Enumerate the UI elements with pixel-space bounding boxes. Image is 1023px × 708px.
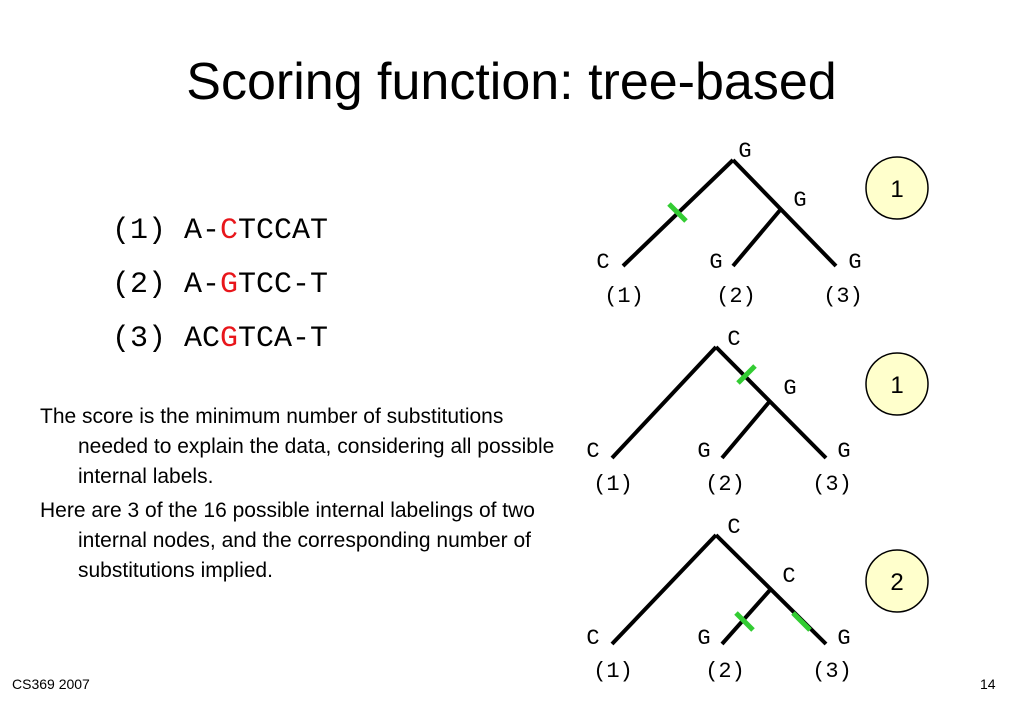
- internal-node-label: C: [782, 564, 795, 589]
- slide-title: Scoring function: tree-based: [186, 53, 837, 111]
- leaf-id: (2): [705, 659, 745, 684]
- substitution-mark: [736, 364, 757, 385]
- sequence-2: (2) A-GTCC-T: [112, 268, 328, 302]
- tree-edge: [731, 158, 838, 268]
- bullet-item: Here are 3 of the 16 possible internal l…: [40, 499, 535, 582]
- root-label: C: [727, 515, 740, 540]
- tree-edge: [610, 345, 718, 460]
- bullet-list: The score is the minimum number of subst…: [40, 402, 560, 590]
- leaf-id: (3): [812, 659, 852, 684]
- tree-edge: [720, 399, 772, 460]
- sequence-highlight: G: [220, 322, 239, 356]
- sequence-suffix: TCC-T: [238, 268, 329, 302]
- sequence-highlight: C: [220, 214, 239, 248]
- sequence-prefix: (2) A-: [112, 268, 221, 302]
- tree-3: C C C G G (1) (2) (3) 2: [586, 515, 929, 684]
- page-number: 14: [980, 676, 996, 692]
- leaf-id: (3): [823, 284, 863, 309]
- sequence-3: (3) ACGTCA-T: [112, 322, 328, 356]
- leaf-id: (1): [593, 472, 633, 497]
- leaf-label: C: [586, 626, 599, 651]
- leaf-id: (3): [812, 472, 852, 497]
- tree-1: G G C G G (1) (2) (3) 1: [596, 139, 929, 309]
- leaf-id: (2): [716, 284, 756, 309]
- leaf-label: G: [837, 626, 850, 651]
- root-label: C: [727, 327, 740, 352]
- leaf-label: G: [848, 250, 861, 275]
- score-value: 1: [890, 176, 903, 203]
- leaf-label: G: [709, 250, 722, 275]
- sequence-highlight: G: [220, 268, 239, 302]
- tree-edge: [610, 533, 718, 646]
- sequence-prefix: (1) A-: [112, 214, 221, 248]
- sequence-1: (1) A-CTCCAT: [112, 214, 328, 248]
- sequence-prefix: (3) AC: [112, 322, 221, 356]
- substitution-mark: [791, 611, 812, 632]
- leaf-label: C: [596, 250, 609, 275]
- score-value: 2: [890, 569, 903, 596]
- root-label: G: [738, 139, 751, 164]
- tree-2: C G C G G (1) (2) (3) 1: [586, 327, 929, 497]
- bullet-item: The score is the minimum number of subst…: [40, 405, 555, 488]
- sequence-suffix: TCCAT: [238, 214, 329, 248]
- leaf-id: (2): [705, 472, 745, 497]
- score-badge: [865, 549, 929, 613]
- leaf-id: (1): [604, 284, 644, 309]
- tree-edge: [720, 588, 772, 646]
- substitution-mark: [667, 202, 688, 223]
- score-value: 1: [890, 372, 903, 399]
- leaf-label: G: [697, 439, 710, 464]
- leaf-label: C: [586, 439, 599, 464]
- internal-node-label: G: [793, 188, 806, 213]
- internal-node-label: G: [783, 376, 796, 401]
- leaf-id: (1): [593, 659, 633, 684]
- leaf-label: G: [837, 439, 850, 464]
- substitution-mark: [734, 611, 755, 632]
- score-badge: [865, 352, 929, 416]
- tree-edge: [731, 207, 783, 268]
- sequence-suffix: TCA-T: [238, 322, 329, 356]
- footer-course: CS369 2007: [12, 676, 90, 692]
- score-badge: [865, 156, 929, 220]
- leaf-label: G: [697, 626, 710, 651]
